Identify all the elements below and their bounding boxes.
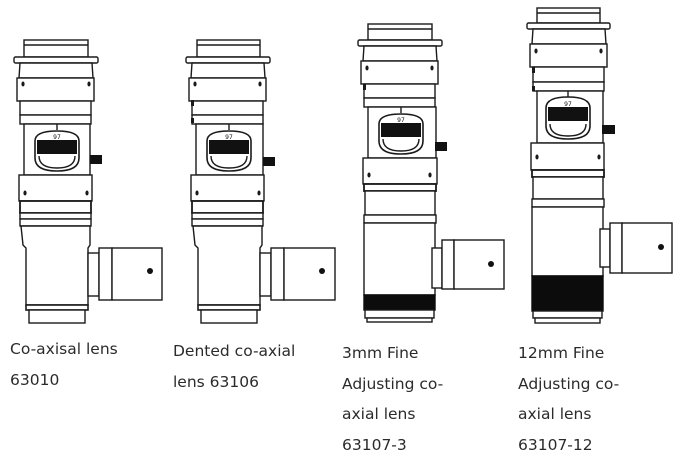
top-cap [536,7,601,24]
adjust-knob [435,142,447,151]
caption-line: 3mm Fine [342,344,419,362]
caption-3mm-fine-adjusting-lens: 3mm Fine Adjusting co- axial lens 63107-… [342,338,443,460]
caption-line: Adjusting co- [342,374,444,393]
caption-line: 63107-12 [518,435,593,454]
lens-diagram-3mm-fine-adjusting: 97 [340,0,510,330]
dial-scale-band [37,140,77,154]
side-port [283,247,336,301]
dent-mark [191,118,194,123]
flange [185,56,271,64]
adjust-knob [602,125,615,134]
flange [13,56,99,64]
lens-body [531,206,604,277]
top-cap [196,39,261,58]
svg-text:97: 97 [225,134,233,141]
dial-scale-band [381,123,421,137]
svg-text:97: 97 [564,101,572,108]
flange [526,22,611,30]
adjust-knob [90,155,102,164]
caption-line: Co-axisal lens [10,340,118,358]
upper-ring [16,77,95,102]
dented-co-axial-lens-drawing: 97 [185,39,336,324]
flange [357,39,443,47]
dial-scale-band [548,107,588,121]
svg-text:97: 97 [397,117,405,124]
lens-diagram-12mm-fine-adjusting: 97 [510,0,680,330]
dent-mark [191,100,194,106]
caption-line: 63107-3 [342,435,407,454]
top-cap [367,23,433,41]
top-cap [23,39,89,58]
adjust-knob [263,157,275,166]
caption-line: 12mm Fine [518,344,605,362]
side-port [453,239,505,290]
caption-line: 63010 [10,370,60,389]
upper-ring [188,77,267,102]
caption-12mm-fine-adjusting-lens: 12mm Fine Adjusting co- axial lens 63107… [518,338,619,460]
3mm-fine-adjusting-lens-drawing: 97 [357,23,505,323]
12mm-fine-adjusting-lens-drawing: 97 [526,7,673,324]
caption-line: Adjusting co- [518,374,620,393]
lens-body [20,225,91,306]
lens-body [363,222,436,296]
caption-line: lens 63106 [173,372,259,391]
co-axisal-lens-drawing: 97 [13,39,163,324]
side-port [621,222,673,274]
svg-text:97: 97 [53,134,61,141]
lens-diagram-dented-co-axial: 97 [170,0,340,330]
upper-ring [529,43,608,68]
dial-scale-band [209,140,249,154]
caption-co-axisal-lens: Co-axisal lens 63010 [10,334,118,395]
side-port [111,247,163,301]
fine-adjust-band-12mm [531,275,604,312]
lens-body [192,225,263,306]
caption-dented-co-axial-lens: Dented co-axial lens 63106 [173,336,295,397]
upper-ring [360,60,439,85]
lens-diagram-co-axisal: 97 [0,0,170,330]
caption-line: Dented co-axial [173,342,296,360]
caption-line: axial lens [518,405,592,423]
fine-adjust-band-3mm [363,294,436,311]
caption-line: axial lens [342,405,416,423]
